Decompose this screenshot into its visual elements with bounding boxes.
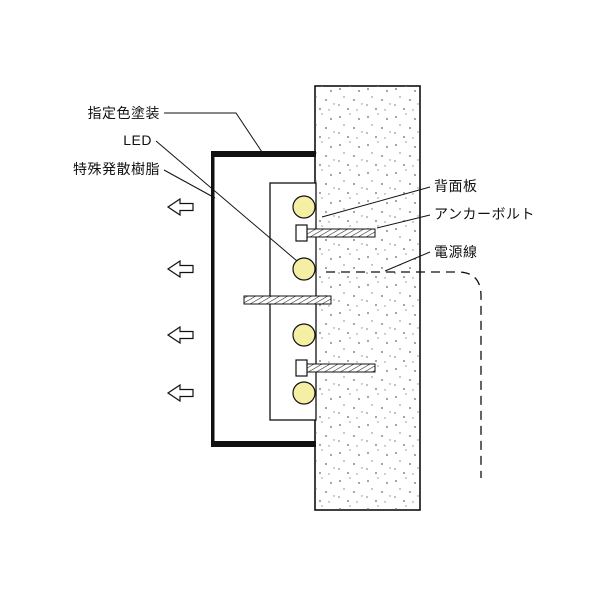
led-circle bbox=[292, 195, 316, 219]
led-circle bbox=[292, 381, 316, 405]
led-array bbox=[292, 195, 316, 405]
light-direction-arrows bbox=[166, 197, 194, 403]
led-circle bbox=[292, 323, 316, 347]
anchor-bolt-lower bbox=[295, 359, 376, 377]
power-line-dashed bbox=[326, 271, 482, 478]
bolt-shaft bbox=[305, 228, 376, 238]
bolt-shaft bbox=[305, 363, 376, 373]
leader-line-paint bbox=[164, 112, 263, 153]
light-direction-arrow-icon bbox=[166, 197, 194, 217]
label-power-line: 電源線 bbox=[434, 244, 478, 260]
anchor-bolt-upper bbox=[295, 224, 376, 242]
labels: 指定色塗装 LED 特殊発散樹脂 背面板 アンカーボルト 電源線 bbox=[73, 105, 535, 260]
wall-section bbox=[314, 85, 421, 511]
label-resin: 特殊発散樹脂 bbox=[73, 161, 160, 177]
leader-line-power-line bbox=[384, 251, 431, 272]
led-circle bbox=[292, 257, 316, 281]
leader-line-resin bbox=[163, 169, 216, 199]
light-direction-arrow-icon bbox=[166, 259, 194, 279]
leader-line-back-plate bbox=[321, 186, 431, 218]
resin-face bbox=[211, 151, 215, 447]
label-anchor-bolt: アンカーボルト bbox=[434, 206, 535, 222]
light-direction-arrow-icon bbox=[166, 325, 194, 345]
bolt-head bbox=[295, 359, 308, 377]
label-led: LED bbox=[123, 132, 152, 148]
label-paint: 指定色塗装 bbox=[88, 105, 161, 121]
bolt-head bbox=[295, 224, 308, 242]
leader-line-anchor-bolt bbox=[376, 214, 431, 229]
leader-lines bbox=[155, 112, 431, 272]
label-back-plate: 背面板 bbox=[434, 178, 478, 194]
through-bolt bbox=[243, 295, 332, 305]
letter-bottom-return bbox=[211, 441, 316, 447]
light-direction-arrow-icon bbox=[166, 383, 194, 403]
wall-texture bbox=[315, 86, 420, 510]
leader-line-led bbox=[155, 140, 298, 262]
letter-top-return bbox=[211, 151, 316, 157]
